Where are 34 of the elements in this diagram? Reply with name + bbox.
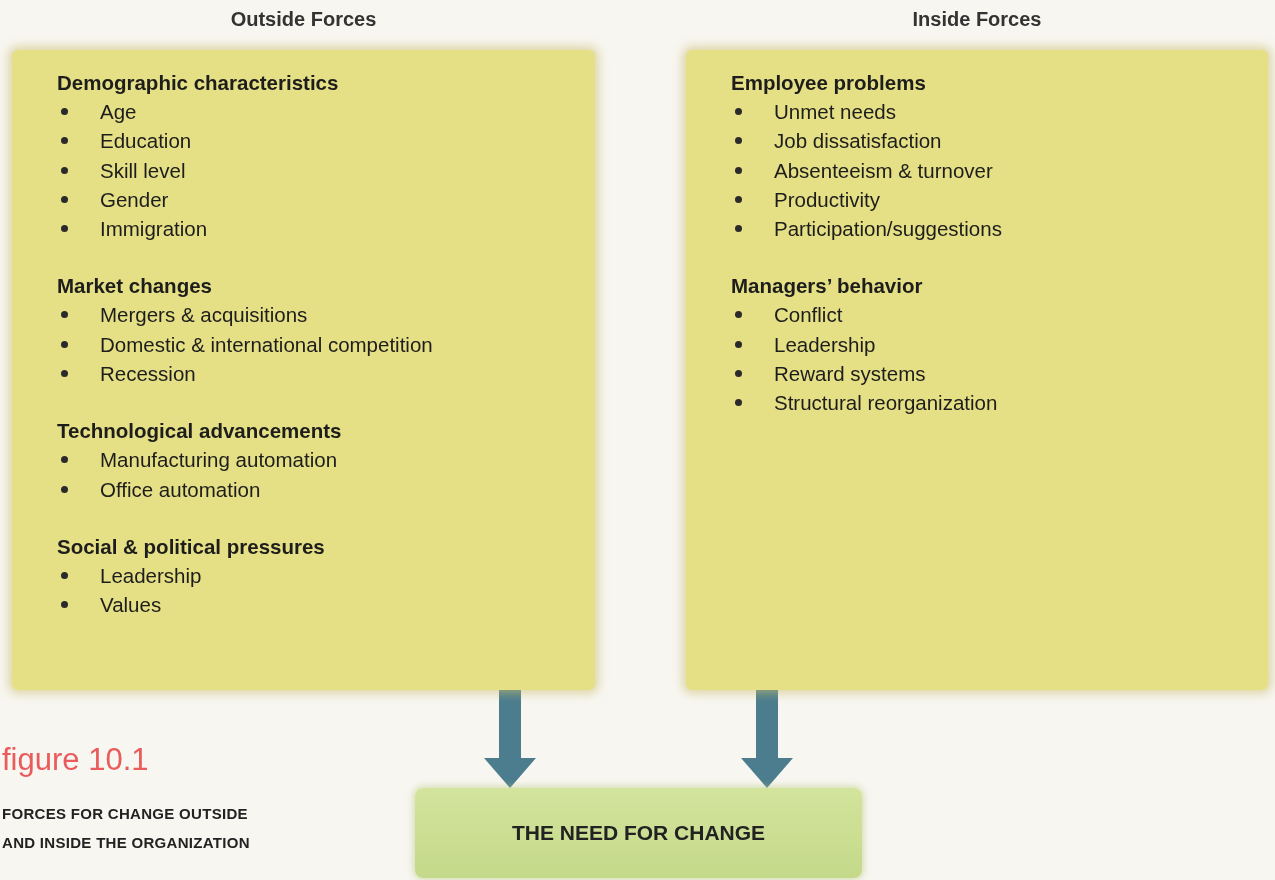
bullet-item: Participation/suggestions (731, 214, 1248, 244)
bullet-item: Conflict (731, 300, 1248, 330)
bullet-item: Age (57, 97, 575, 127)
bullet-item: Skill level (57, 155, 575, 185)
section-heading: Demographic characteristics (57, 70, 340, 96)
bullet-item: Recession (57, 359, 575, 389)
bullet-item: Structural reorganization (731, 388, 1248, 418)
bullet-item: Domestic & international competition (57, 329, 575, 360)
bullet-item: Productivity (731, 184, 1248, 215)
bullet-item: Leadership (57, 560, 575, 591)
arrow (741, 690, 793, 788)
bullet-item: Mergers & acquisitions (57, 300, 575, 330)
bullet-item: Reward systems (731, 359, 1248, 389)
section-heading: Market changes (57, 273, 213, 300)
section-heading: Managers’ behavior (731, 273, 924, 300)
bullet-item: Manufacturing automation (57, 445, 575, 475)
bullet-item: Education (57, 126, 575, 156)
section-heading: Employee problems (731, 70, 927, 96)
column-heading: Inside Forces (911, 8, 1043, 31)
bullet-item: Job dissatisfaction (731, 126, 1248, 156)
section-heading: Technological advancements (57, 418, 343, 445)
column-heading: Outside Forces (229, 8, 378, 31)
bullet-item: Gender (57, 184, 575, 215)
bullet-item: Values (57, 590, 575, 620)
bullet-item: Immigration (57, 214, 575, 244)
result-box: THE NEED FOR CHANGE (415, 788, 862, 878)
bullet-item: Unmet needs (731, 97, 1248, 127)
figure-number: figure 10.1 (2, 742, 149, 778)
arrow (484, 690, 536, 788)
bullet-item: Leadership (731, 329, 1248, 360)
bullet-item: Office automation (57, 474, 575, 504)
bullet-item: Absenteeism & turnover (731, 155, 1248, 185)
figure-caption: FORCES FOR CHANGE OUTSIDE AND INSIDE THE ORGANIZATION (2, 804, 251, 853)
section-heading: Social & political pressures (57, 533, 326, 560)
